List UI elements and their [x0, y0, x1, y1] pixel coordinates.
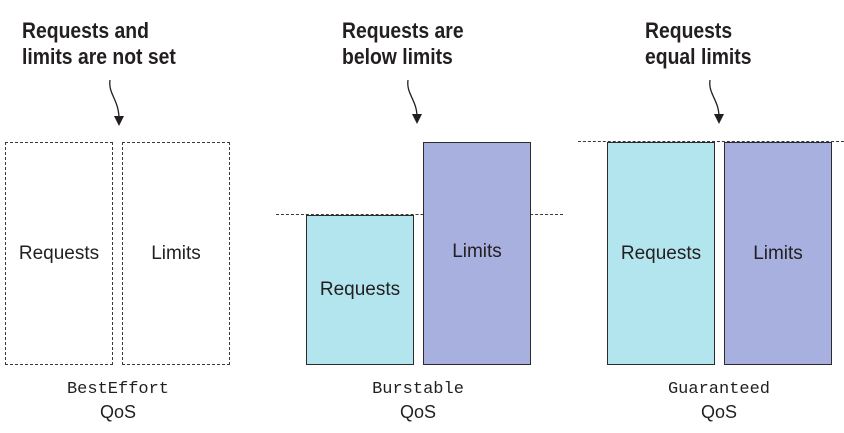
best-effort-limits-label: Limits	[151, 242, 201, 264]
burstable-caption-line2: below limits	[342, 44, 453, 69]
best-effort-requests-box: Requests	[5, 142, 113, 365]
burstable-requests-level-line	[276, 214, 563, 215]
best-effort-arrow	[109, 79, 120, 123]
best-effort-class-name: BestEffort	[66, 380, 170, 399]
burstable-arrowhead	[412, 114, 422, 124]
burstable-requests-box: Requests	[306, 215, 414, 365]
burstable-limits-box: Limits	[423, 142, 531, 365]
burstable-class-name: Burstable	[372, 380, 464, 399]
guaranteed-limits-label: Limits	[753, 242, 803, 264]
burstable-requests-label: Requests	[319, 279, 401, 300]
guaranteed-class-name: Guaranteed	[667, 380, 771, 399]
burstable-limits-label: Limits	[452, 241, 502, 262]
guaranteed-arrowhead	[714, 114, 724, 124]
best-effort-qos-label: QoS	[99, 402, 137, 422]
best-effort-caption-line1: Requests and	[22, 18, 149, 43]
guaranteed-requests-box: Requests	[607, 142, 715, 365]
burstable-qos-label: QoS	[399, 402, 437, 422]
guaranteed-caption-line1: Requests	[645, 18, 733, 43]
best-effort-arrowhead	[114, 116, 124, 126]
best-effort-caption: Requests and limits are not set	[22, 18, 176, 70]
burstable-caption: Requests are below limits	[342, 18, 464, 70]
burstable-caption-line1: Requests are	[342, 18, 464, 43]
guaranteed-requests-label: Requests	[620, 242, 702, 264]
guaranteed-qos-label: QoS	[700, 402, 738, 422]
guaranteed-level-line	[578, 141, 844, 142]
best-effort-caption-line2: limits are not set	[22, 44, 176, 69]
best-effort-requests-label: Requests	[18, 242, 100, 264]
guaranteed-limits-box: Limits	[724, 142, 832, 365]
guaranteed-caption-line2: equal limits	[645, 44, 752, 69]
best-effort-limits-box: Limits	[122, 142, 230, 365]
guaranteed-caption: Requests equal limits	[645, 18, 752, 70]
